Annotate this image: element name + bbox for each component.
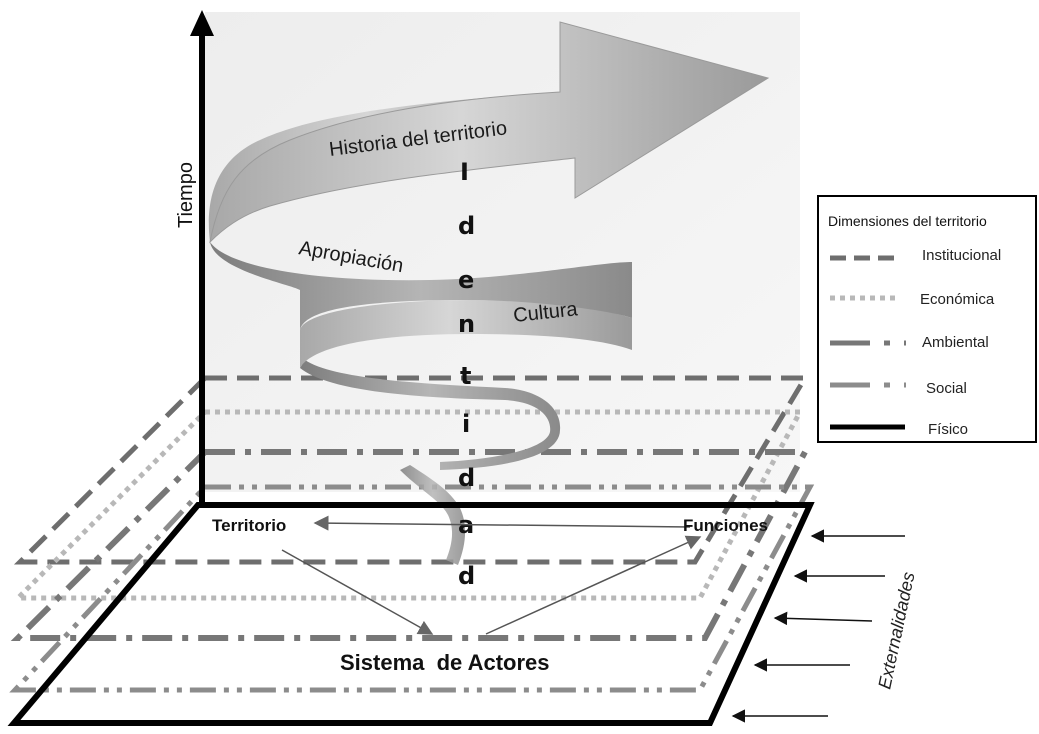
identity-letter: d [458,212,475,240]
arrow-actors-to-functions [485,535,702,635]
time-axis [190,10,214,505]
arrow-functions-to-territory [313,515,691,531]
plane-ambiental [10,449,811,641]
axis-arrowhead-icon [190,10,214,36]
node-sistema-actores: Sistema de Actores [340,650,550,675]
spiral-arrow [209,21,770,244]
legend-title: Dimensiones del territorio [828,213,987,229]
legend-item-label: Ambiental [922,334,989,351]
identity-spiral [208,21,770,565]
arrow-territory-to-actors [281,549,434,635]
legend: Dimensiones del territorio Institucional… [817,195,1037,443]
legend-item-label: Económica [920,291,995,308]
node-territorio: Territorio [212,516,286,535]
externalities-arrows [731,529,905,723]
dimension-planes [9,375,815,693]
identity-letter: I [460,158,469,186]
externalities-label: Externalidades [874,570,918,691]
time-axis-label: Tiempo [175,162,197,228]
legend-box [817,195,1037,443]
identity-letter: d [458,464,475,492]
externality-arrow [773,611,873,626]
plane-fisico [7,502,815,726]
spiral-loop-middle-back [210,242,632,330]
identity-letter: n [458,310,475,338]
identity-letter: d [458,562,475,590]
identity-letter: i [462,410,470,438]
plane-institucional [13,375,810,565]
spiral-loop-lower [300,300,632,368]
legend-item-label: Físico [928,421,968,438]
legend-item-label: Social [926,380,967,397]
node-funciones: Funciones [683,516,768,535]
base-relations [281,515,702,635]
spiral-loop-lower-back [300,360,561,470]
spiral-tail [400,465,466,565]
legend-item-label: Institucional [922,247,1001,264]
identity-letter: t [460,362,471,390]
identity-letter: e [458,266,474,294]
identity-word: I d e n t i d a d [458,158,475,590]
